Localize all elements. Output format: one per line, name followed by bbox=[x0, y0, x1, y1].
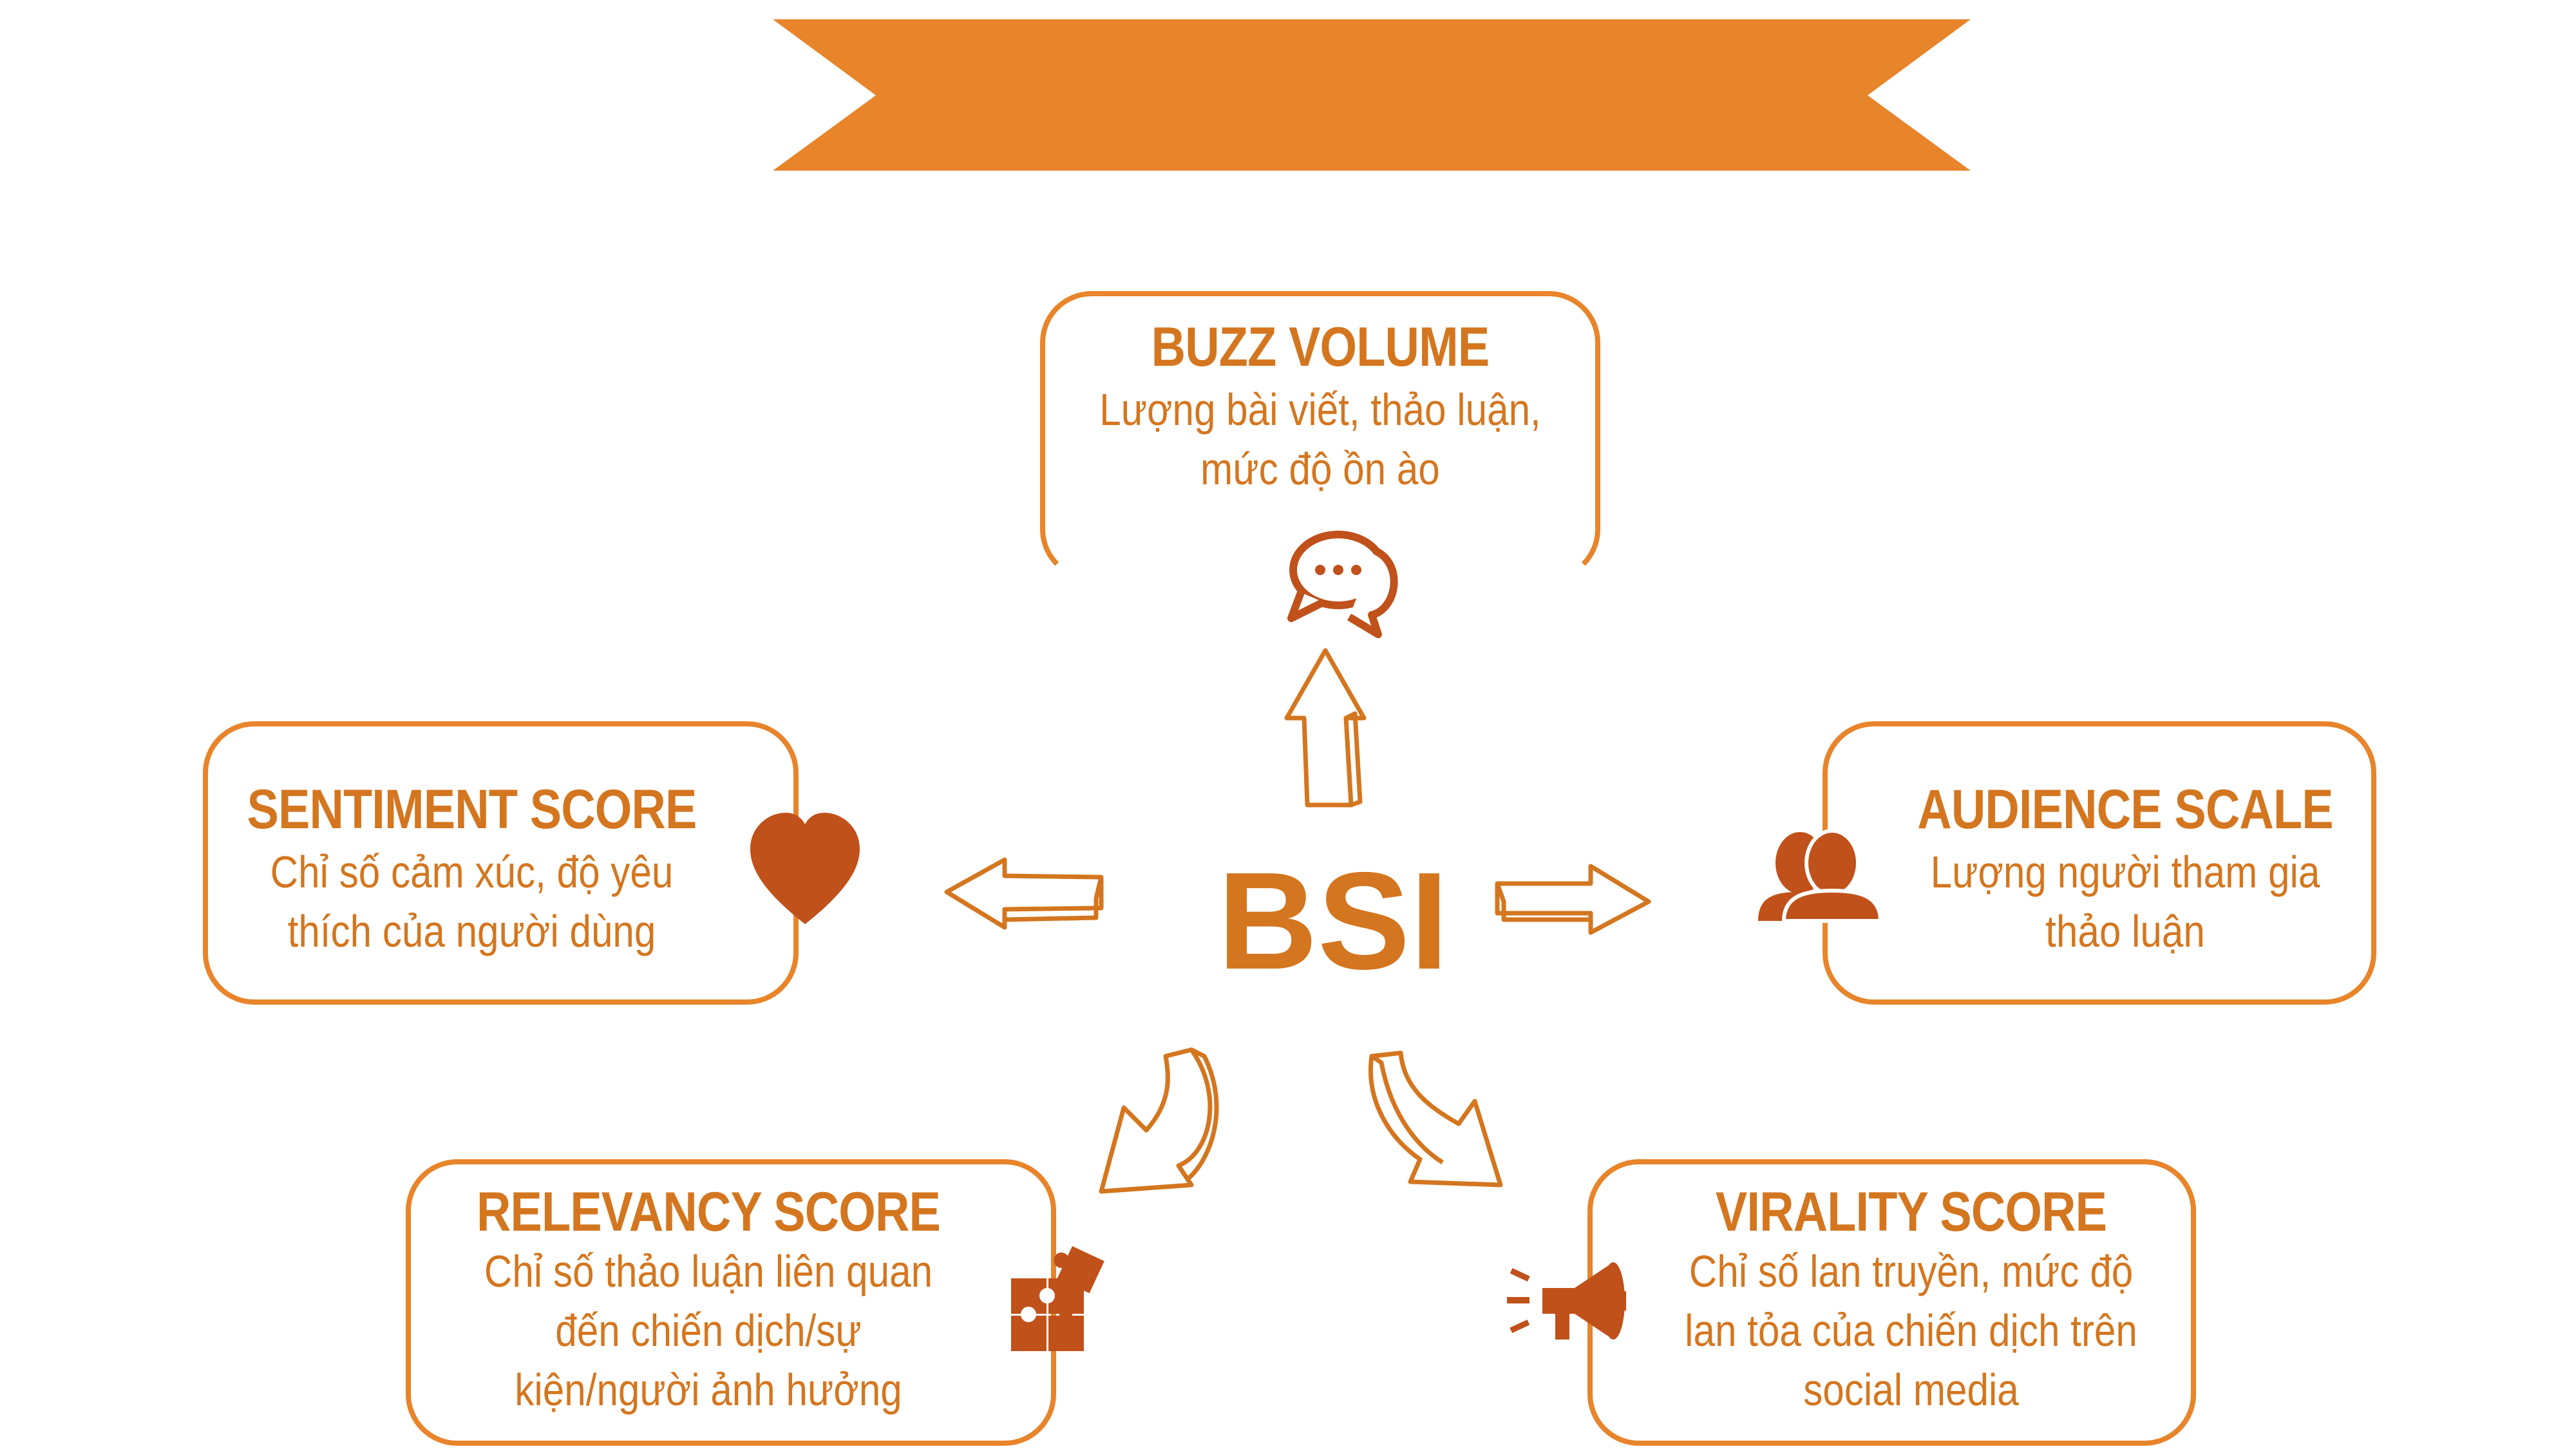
node-desc-line: social media bbox=[1803, 1365, 2019, 1415]
node-desc-line: thảo luận bbox=[2045, 906, 2205, 956]
node-buzz-volume: BUZZ VOLUME Lượng bài viết, thảo luận, m… bbox=[1040, 291, 1600, 581]
node-title: RELEVANCY SCORE bbox=[476, 1181, 941, 1243]
node-sentiment-score: SENTIMENT SCORE Chỉ số cảm xúc, độ yêu t… bbox=[203, 721, 799, 1005]
arrow-right bbox=[1495, 864, 1651, 935]
node-desc-line: Lượng người tham gia bbox=[1930, 847, 2320, 897]
node-desc-line: kiện/người ảnh hưởng bbox=[515, 1365, 902, 1415]
arrow-down-right bbox=[1368, 1050, 1503, 1188]
node-virality-score: VIRALITY SCORE Chỉ số lan truyền, mức độ… bbox=[1587, 1159, 2196, 1446]
node-title: VIRALITY SCORE bbox=[1715, 1181, 2107, 1243]
arrow-left bbox=[944, 857, 1104, 930]
node-title: AUDIENCE SCALE bbox=[1917, 779, 2333, 840]
node-desc-line: đến chiến dịch/sự bbox=[555, 1305, 862, 1356]
node-desc-line: Lượng bài viết, thảo luận, bbox=[1099, 384, 1541, 435]
arrow-down-left bbox=[1099, 1047, 1219, 1194]
node-desc-line: lan tỏa của chiến dịch trên bbox=[1685, 1305, 2137, 1356]
node-title: SENTIMENT SCORE bbox=[247, 779, 697, 840]
node-audience-scale: AUDIENCE SCALE Lượng người tham gia thảo… bbox=[1823, 721, 2376, 1005]
node-desc-line: Chỉ số cảm xúc, độ yêu bbox=[270, 847, 674, 897]
center-label-bsi: BSI bbox=[1217, 843, 1449, 998]
node-desc-line: mức độ ồn ào bbox=[1200, 444, 1440, 494]
node-relevancy-score: RELEVANCY SCORE Chỉ số thảo luận liên qu… bbox=[406, 1159, 1056, 1446]
node-desc-line: Chỉ số thảo luận liên quan bbox=[484, 1246, 933, 1296]
node-title: BUZZ VOLUME bbox=[1151, 316, 1490, 378]
node-desc-line: Chỉ số lan truyền, mức độ bbox=[1689, 1246, 2134, 1296]
arrow-up bbox=[1284, 648, 1367, 808]
banner-title: BSI TOP10 bbox=[1106, 37, 1638, 156]
node-desc-line: thích của người dùng bbox=[287, 906, 656, 956]
